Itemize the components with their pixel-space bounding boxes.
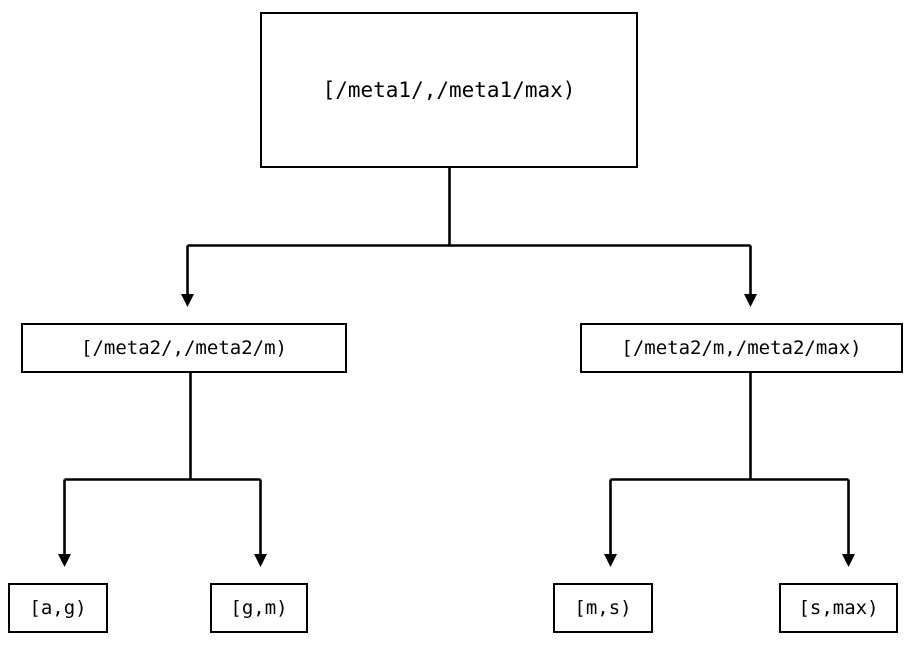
node-leaf-ms[interactable]: [m,s) xyxy=(553,583,653,633)
node-leaf-smax-label: [s,max) xyxy=(798,597,879,619)
node-root-label: [/meta1/,/meta1/max) xyxy=(322,78,576,102)
arrowhead-to-mid-right xyxy=(744,294,757,307)
arrowhead-to-leaf-ag xyxy=(58,554,71,567)
arrowhead-to-leaf-gm xyxy=(254,554,267,567)
node-leaf-ag[interactable]: [a,g) xyxy=(8,583,108,633)
node-leaf-gm-label: [g,m) xyxy=(230,597,288,619)
node-root[interactable]: [/meta1/,/meta1/max) xyxy=(260,12,638,168)
node-mid-right[interactable]: [/meta2/m,/meta2/max) xyxy=(580,323,903,373)
node-leaf-gm[interactable]: [g,m) xyxy=(210,583,308,633)
node-mid-left-label: [/meta2/,/meta2/m) xyxy=(81,337,287,359)
arrowhead-to-mid-left xyxy=(181,294,194,307)
node-mid-right-label: [/meta2/m,/meta2/max) xyxy=(621,337,862,359)
node-leaf-ag-label: [a,g) xyxy=(29,597,87,619)
node-leaf-smax[interactable]: [s,max) xyxy=(779,583,898,633)
arrowhead-to-leaf-smax xyxy=(842,554,855,567)
arrowhead-to-leaf-ms xyxy=(604,554,617,567)
node-leaf-ms-label: [m,s) xyxy=(574,597,632,619)
node-mid-left[interactable]: [/meta2/,/meta2/m) xyxy=(21,323,347,373)
